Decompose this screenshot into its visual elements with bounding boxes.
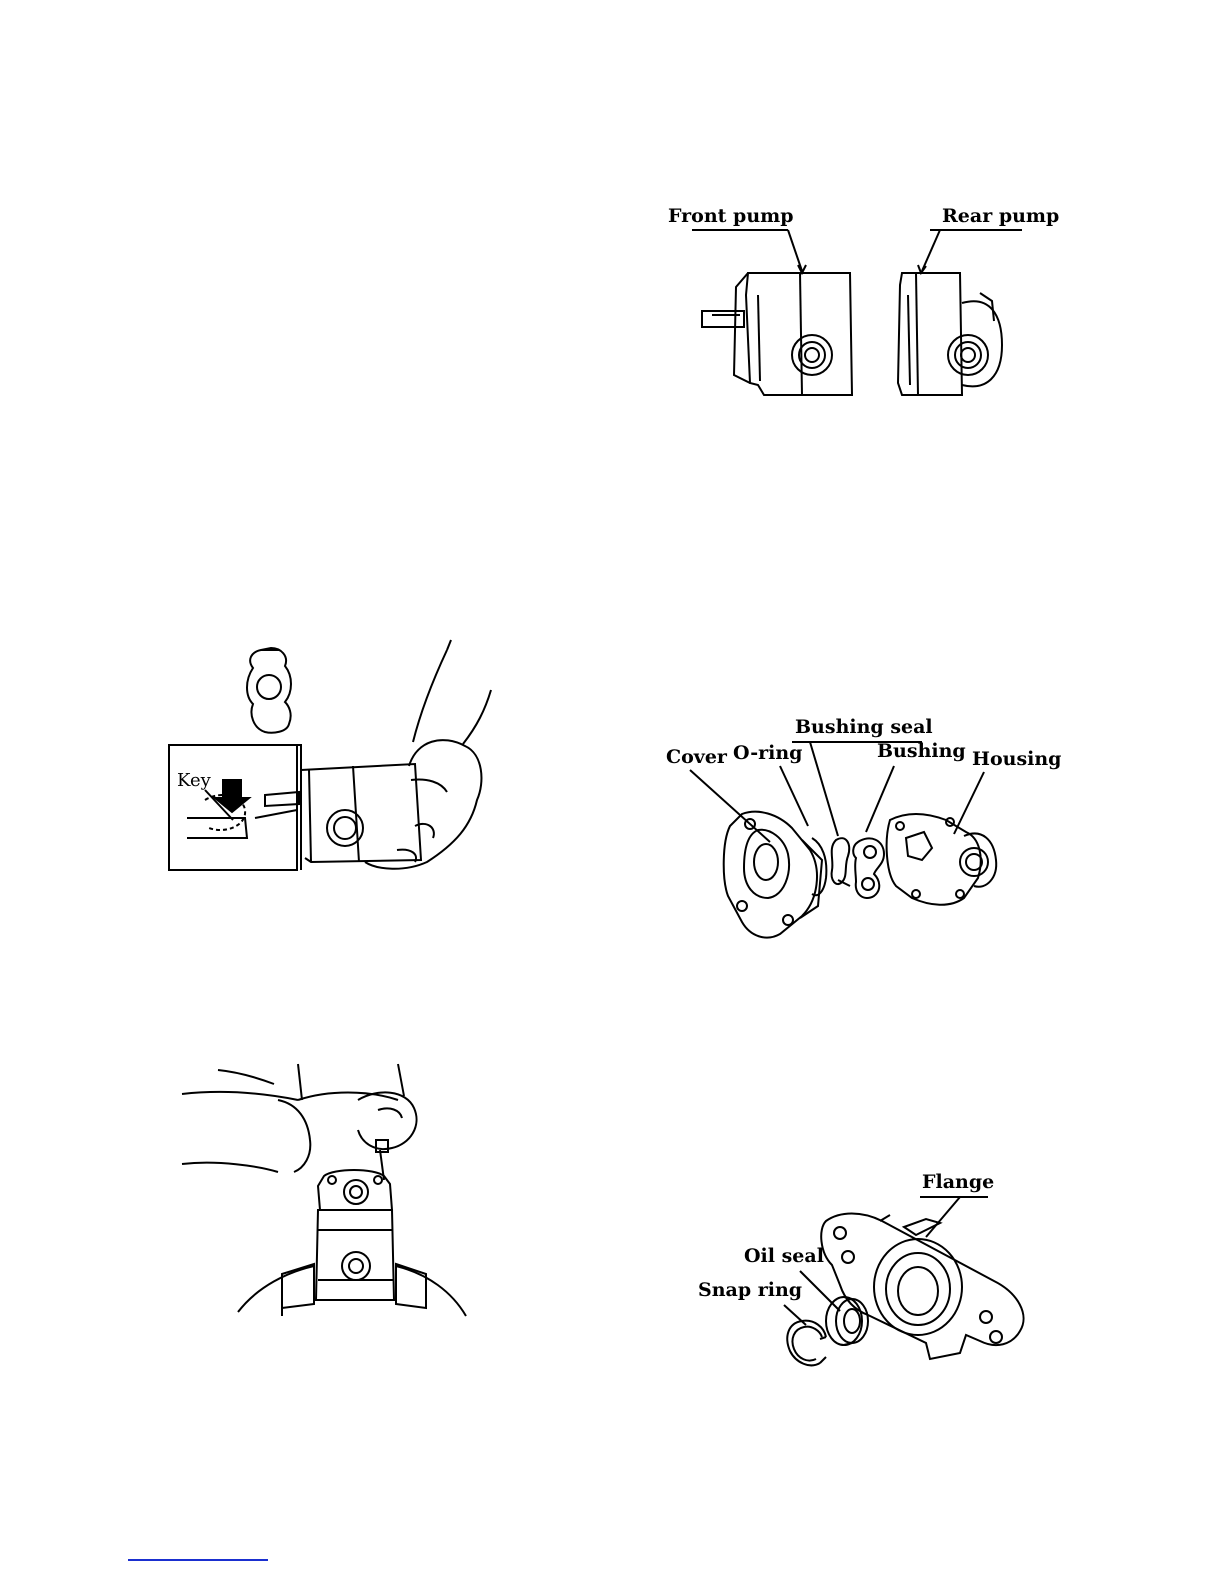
vise-disassembly-drawing: [178, 1060, 478, 1330]
figure-flange: Flange Oil seal Snap ring: [690, 1165, 1050, 1395]
flange-drawing: [690, 1165, 1050, 1395]
key-removal-drawing: [165, 630, 505, 890]
figure-key-removal: Key: [165, 630, 505, 890]
figure-vise-disassembly: [178, 1060, 478, 1330]
figure-front-rear-pump: Front pump Rear pump: [640, 195, 1080, 410]
label-key: Key: [177, 772, 211, 790]
figure-rear-cover-exploded: Bushing seal Cover O-ring Bushing Housin…: [660, 710, 1060, 950]
front-rear-pump-drawing: [640, 195, 1080, 410]
footer-rule: [128, 1559, 268, 1561]
rear-cover-exploded-drawing: [660, 710, 1060, 950]
